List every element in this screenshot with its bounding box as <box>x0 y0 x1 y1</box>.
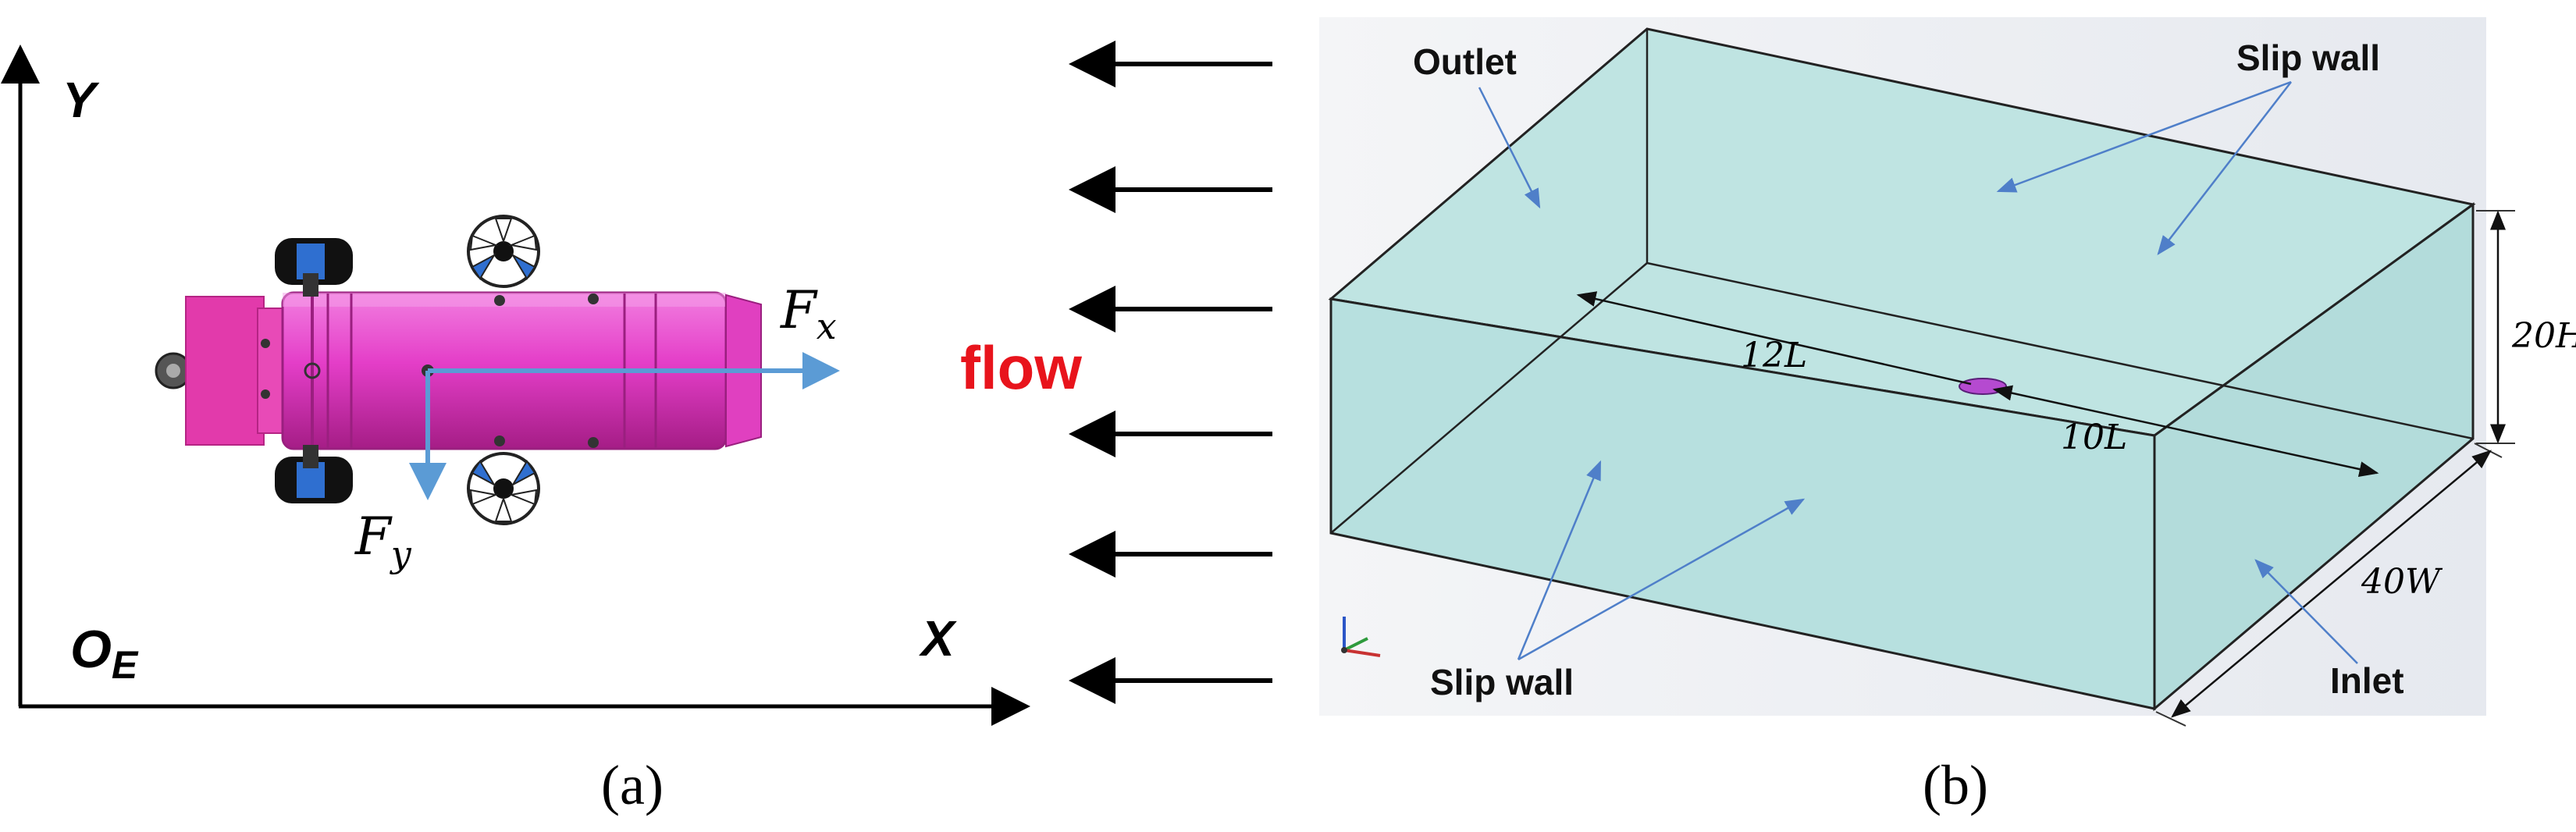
y-axis-label: Y <box>62 72 100 128</box>
origin-label: OE <box>70 620 139 687</box>
force-x-label: Fx <box>780 280 837 347</box>
dim-height-label: 20H <box>2511 316 2576 356</box>
vehicle-model <box>1959 378 2007 395</box>
caption-a: (a) <box>601 754 664 816</box>
vehicle-nose <box>185 296 265 446</box>
flow-label: flow <box>960 333 1082 402</box>
thruster-top-left <box>275 238 353 297</box>
coordinate-triad-icon <box>1341 617 1381 657</box>
force-y-label: Fy <box>354 507 412 575</box>
dim-upstream-label: 12L <box>1741 336 1807 375</box>
propeller-bottom <box>467 452 540 525</box>
inlet-label: Inlet <box>2330 660 2404 701</box>
dim-width-line <box>2171 450 2492 718</box>
dim-width-label: 40W <box>2361 562 2443 602</box>
slip-wall-top-label: Slip wall <box>2236 37 2380 78</box>
x-axis-label: X <box>919 610 957 667</box>
thruster-bottom-left <box>275 445 353 503</box>
dim-upstream-line <box>1576 291 1972 386</box>
dim-downstream-label: 10L <box>2061 418 2127 457</box>
panel-a: Y X OE <box>0 41 1272 816</box>
propeller-top <box>467 215 540 288</box>
slip-wall-bottom-label: Slip wall <box>1430 662 1574 702</box>
pointer-lines <box>1478 80 2358 664</box>
panel-b: 12L 10L 20H 40W Outlet Slip wall Slip wa… <box>1319 17 2576 816</box>
caption-b: (b) <box>1923 754 1988 816</box>
flow-arrows <box>1069 41 1272 704</box>
outlet-label: Outlet <box>1413 41 1517 82</box>
